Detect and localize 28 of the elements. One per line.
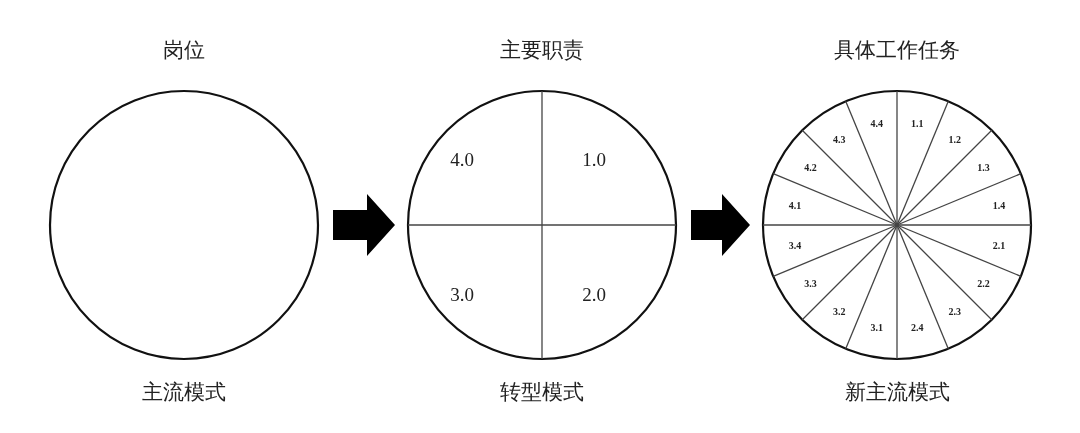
sector-number: 2.3	[948, 305, 961, 317]
block-arrow	[333, 194, 395, 256]
circle-title: 具体工作任务	[833, 37, 961, 64]
sector-number: 1.3	[977, 161, 990, 173]
sector-number: 2.1	[992, 239, 1006, 251]
quadrant-number: 4.0	[450, 149, 474, 171]
circle-title: 主要职责	[499, 37, 585, 64]
quadrant-number: 2.0	[582, 284, 606, 306]
circle-caption: 新主流模式	[843, 379, 951, 406]
circle-caption: 主流模式	[141, 379, 227, 406]
sector-number: 2.4	[911, 321, 924, 333]
sector-number: 1.1	[911, 117, 924, 129]
sector-number: 1.2	[948, 133, 961, 144]
sector-number: 3.3	[804, 277, 817, 289]
quadrant-number: 3.0	[450, 284, 474, 306]
sector-number: 4.2	[804, 161, 817, 173]
circle-caption: 转型模式	[499, 379, 585, 406]
sector-number: 3.4	[788, 239, 802, 251]
sector-number: 3.1	[870, 321, 883, 333]
quadrant-number: 1.0	[582, 149, 606, 171]
sector-number: 3.2	[832, 305, 846, 317]
circle-title: 岗位	[162, 37, 206, 64]
sector-number: 4.1	[788, 199, 802, 211]
sector-number: 4.3	[832, 133, 846, 144]
sector-number: 1.4	[992, 199, 1006, 211]
sector-number: 2.2	[977, 277, 990, 289]
sector-number: 4.4	[870, 117, 883, 129]
block-arrow	[691, 194, 750, 256]
